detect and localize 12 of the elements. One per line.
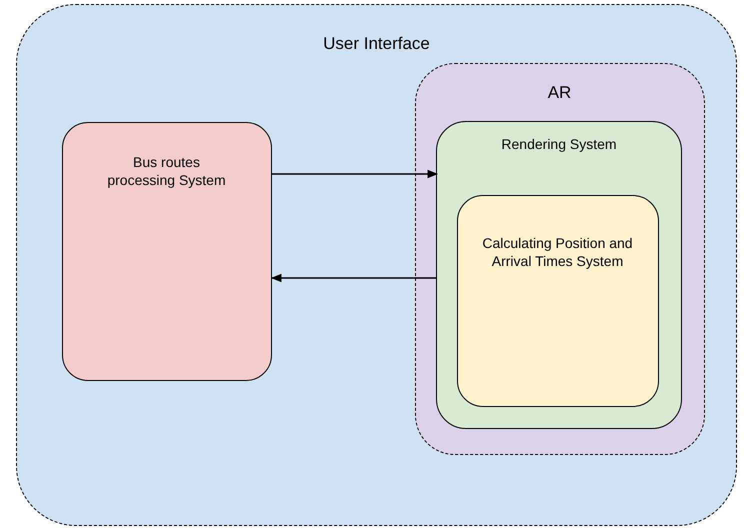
process-box <box>62 122 272 380</box>
region-title: AR <box>546 82 572 104</box>
box-label: Bus routes processing System <box>106 152 227 189</box>
dashed-region <box>414 62 704 454</box>
process-box <box>456 194 658 406</box>
arrow <box>270 274 437 282</box>
box-label: Calculating Position and Arrival Times System <box>481 234 634 270</box>
arrow <box>272 170 438 178</box>
region-title: User Interface <box>322 33 431 55</box>
process-box <box>436 121 682 429</box>
dashed-region <box>16 4 737 526</box>
box-label: Rendering System <box>500 135 618 154</box>
